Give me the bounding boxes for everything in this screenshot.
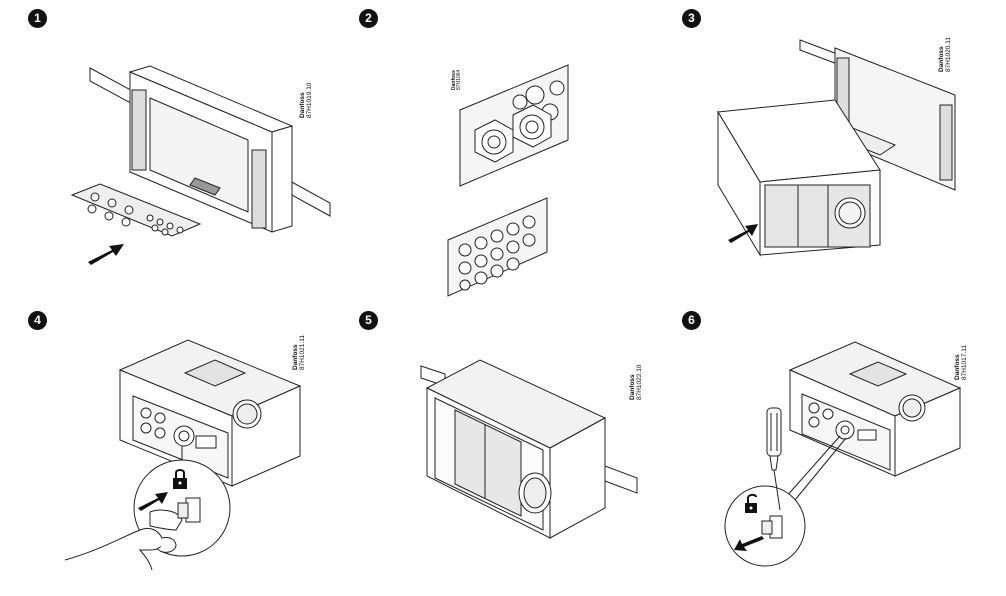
- hand-icon: [65, 528, 163, 570]
- grommet-plate: [448, 198, 547, 296]
- step-3-reference: Danfoss 87H1020.11: [938, 37, 952, 72]
- drawing-code: 87H1021.11: [299, 335, 306, 370]
- open-padlock-icon: [745, 495, 757, 513]
- step-4-badge: 4: [28, 311, 47, 330]
- step-4-panel: 4: [0, 298, 335, 596]
- step-4-reference: Danfoss 87H1021.11: [292, 335, 306, 370]
- padlock-icon: [173, 470, 187, 489]
- push-arrow-icon: [138, 492, 168, 511]
- step-4-illustration: [0, 298, 335, 596]
- step-5-badge: 5: [359, 311, 378, 330]
- drawing-code: 87H1022.10: [636, 364, 643, 400]
- brand-label: Danfoss: [292, 344, 299, 370]
- step-1-illustration: [0, 0, 335, 265]
- controller-housing: [718, 100, 880, 255]
- push-arrow-icon: [734, 536, 764, 551]
- cable-gland: [513, 105, 551, 147]
- step-6-illustration: [670, 298, 1006, 596]
- step-1-panel: 1 Dan: [0, 0, 335, 298]
- brand-label: Danfoss: [954, 354, 961, 380]
- step-5-reference: Danfoss 87H1022.10: [629, 365, 643, 400]
- step-3-badge: 3: [682, 9, 701, 28]
- drawing-code: 87H1020.11: [945, 37, 952, 72]
- step-6-panel: 6: [670, 298, 1006, 596]
- push-arrow-icon: [88, 244, 124, 265]
- step-5-illustration: [335, 298, 670, 596]
- cable-gland: [475, 120, 513, 162]
- screwdriver-icon: [767, 408, 781, 510]
- step-6-badge: 6: [682, 311, 701, 330]
- step-2-reference: Danfoss 87H1064: [451, 69, 462, 90]
- step-1-badge: 1: [28, 9, 47, 28]
- drawing-code: 87H1019.10: [306, 82, 313, 118]
- step-1-reference: Danfoss 87H1019.10: [299, 83, 313, 118]
- brand-label: Danfoss: [299, 92, 306, 118]
- step-2-badge: 2: [359, 9, 378, 28]
- step-3-illustration: [670, 0, 1006, 298]
- push-arrow-icon: [728, 224, 758, 243]
- step-2-panel: 2 Danfoss 87H1064: [335, 0, 670, 298]
- drawing-code: 87H1017.11: [961, 345, 968, 380]
- step-3-panel: 3 Danfoss 87H1020.11: [670, 0, 1006, 298]
- step-5-panel: 5 Danfoss 87H1022.10: [335, 298, 670, 596]
- step-2-illustration: [335, 0, 670, 298]
- drawing-code: 87H1064: [456, 69, 462, 90]
- brand-label: Danfoss: [629, 374, 636, 400]
- step-6-reference: Danfoss 87H1017.11: [954, 345, 968, 380]
- brand-label: Danfoss: [938, 46, 945, 72]
